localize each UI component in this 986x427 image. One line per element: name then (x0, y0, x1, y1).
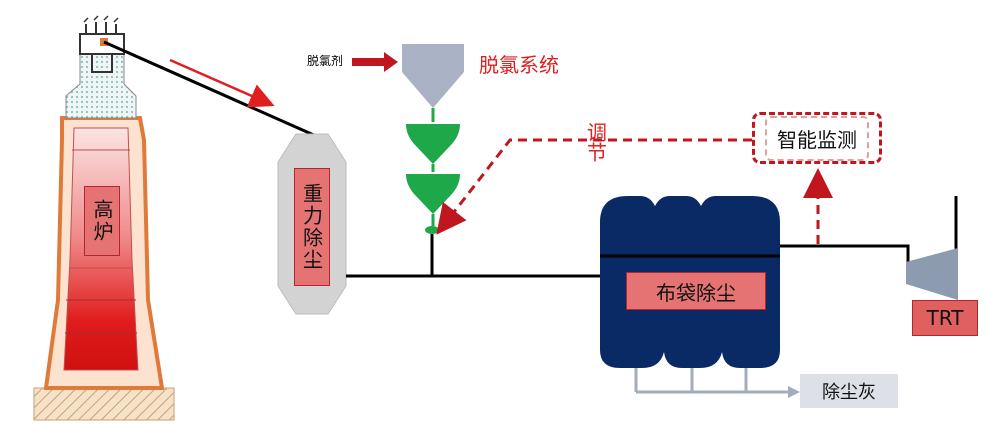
adjust-text: 调节 (583, 122, 608, 162)
flow-arrow (169, 58, 275, 108)
trt-turbine (906, 248, 958, 300)
gas-pipe-top (103, 40, 317, 138)
dust-discharge-lines (634, 368, 790, 394)
green-stage-lower (406, 174, 460, 214)
gravity-dust-text: 重力除尘 (299, 183, 324, 271)
smart-monitoring-inner: 智能监测 (765, 115, 869, 161)
control-line (436, 138, 752, 235)
agent-feed-arrow (352, 52, 398, 72)
green-stage-upper (406, 124, 460, 164)
trt-label: TRT (912, 300, 978, 336)
green-injector (425, 226, 439, 234)
dechlorination-hopper (402, 44, 464, 108)
smart-monitoring-box: 智能监测 (752, 112, 882, 164)
bag-dust-label: 布袋除尘 (626, 272, 766, 310)
adjust-label: 调节 (582, 114, 610, 170)
blast-furnace-text: 高炉 (90, 199, 114, 243)
dechlorination-system-label: 脱氯系统 (479, 52, 559, 77)
outlet-pipe (780, 244, 910, 262)
dechlorinating-agent-label: 脱氯剂 (306, 53, 343, 68)
furnace-base (33, 387, 175, 421)
dust-ash-label: 除尘灰 (800, 374, 898, 408)
dust-arrow (788, 386, 800, 398)
furnace-throat (65, 53, 137, 119)
blast-furnace-label: 高炉 (84, 186, 120, 256)
gravity-dust-label: 重力除尘 (294, 168, 330, 286)
